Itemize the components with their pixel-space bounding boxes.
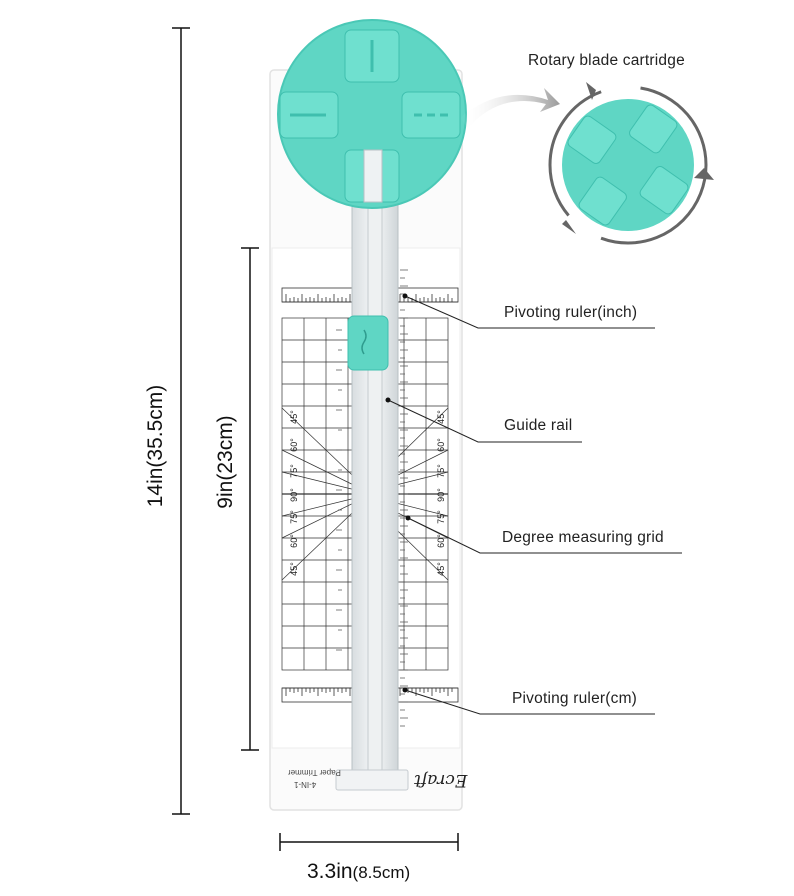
label-guide-rail: Guide rail: [504, 417, 573, 434]
dimension-width: 3.3in(8.5cm): [307, 860, 410, 884]
angle-label: 45°: [435, 562, 446, 576]
angle-labels-left: 45° 60° 75° 90° 75° 60° 45°: [287, 410, 301, 582]
callout-arrow: [460, 88, 560, 128]
model-text: Paper Trimmer: [288, 768, 341, 777]
leader-lines: [387, 295, 682, 715]
angle-label: 75°: [435, 464, 446, 478]
label-pivoting-ruler-cm: Pivoting ruler(cm): [512, 690, 638, 707]
cartridge-zoom: [562, 99, 694, 231]
angle-label: 60°: [288, 438, 299, 452]
cartridge-zoom-ring: [548, 85, 708, 245]
angle-label: 60°: [288, 534, 299, 548]
angle-label: 45°: [288, 562, 299, 576]
rotary-cutter-head: [278, 20, 466, 208]
dimension-width-main: 3.3in: [307, 860, 353, 883]
angle-label: 45°: [435, 410, 446, 424]
dimension-ruler-length: 9in(23cm): [214, 415, 237, 509]
angle-label: 60°: [435, 534, 446, 548]
slider-button: [347, 315, 389, 371]
angle-label: 60°: [435, 438, 446, 452]
dimension-width-sub: (8.5cm): [352, 863, 411, 882]
angle-label: 75°: [288, 510, 299, 524]
angle-labels-right: 45° 60° 75° 90° 75° 60° 45°: [434, 410, 448, 582]
angle-label: 90°: [435, 488, 446, 502]
label-pivoting-ruler-inch: Pivoting ruler(inch): [504, 304, 638, 321]
angle-label: 45°: [288, 410, 299, 424]
angle-label: 90°: [288, 488, 299, 502]
angle-label: 75°: [288, 464, 299, 478]
dimension-lines: [172, 27, 459, 851]
brand-logo: Ecraft: [414, 770, 468, 790]
label-rotary-blade-cartridge: Rotary blade cartridge: [528, 52, 685, 69]
model-code: 4-IN-1: [294, 780, 317, 789]
label-degree-measuring-grid: Degree measuring grid: [502, 529, 664, 546]
angle-label: 75°: [435, 510, 446, 524]
dimension-total-length: 14in(35.5cm): [144, 384, 167, 508]
